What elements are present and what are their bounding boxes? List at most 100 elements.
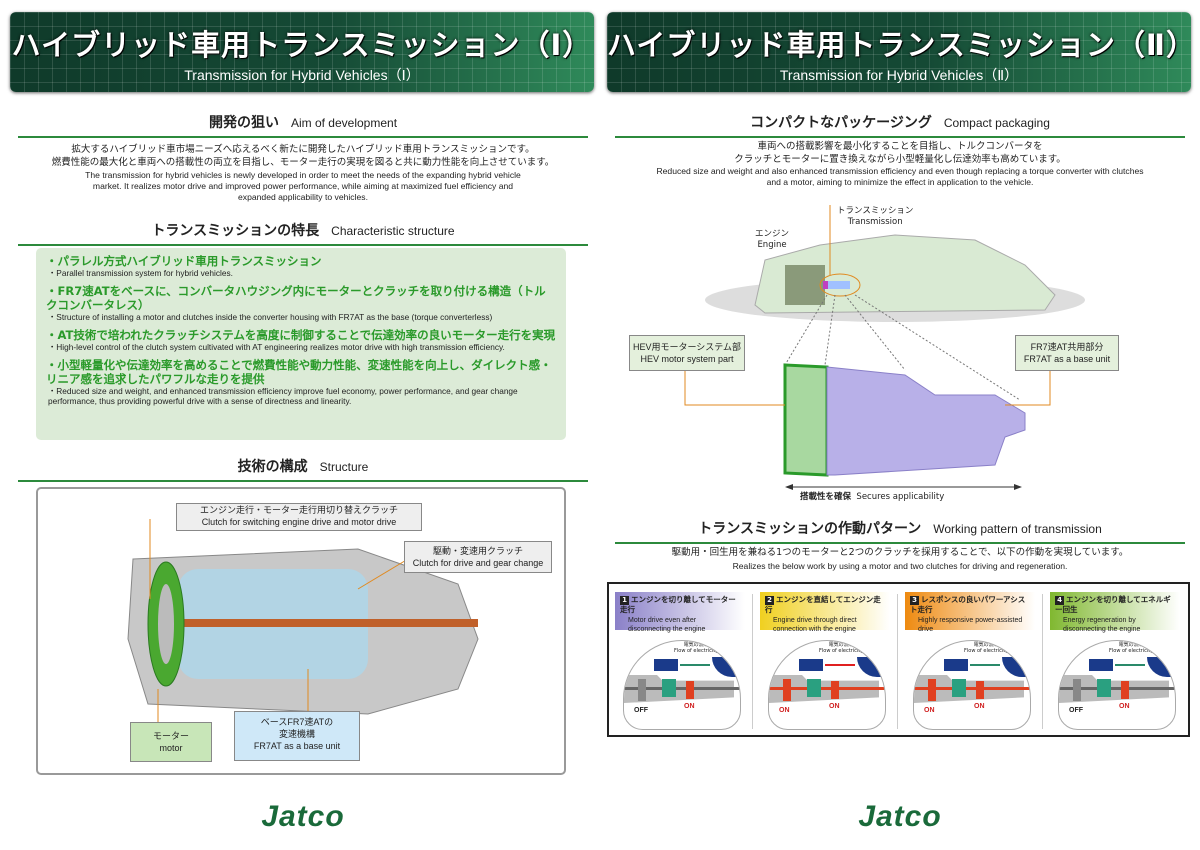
pattern-title-jp: エンジンを切り離してモーター走行 <box>620 595 736 614</box>
compact-text-jp: 車両への搭載影響を最小化することを目指し、トルクコンバータをクラッチとモーターに… <box>615 140 1185 166</box>
flow-en: Flow of electricity <box>819 648 864 654</box>
pattern-title-jp: レスポンスの良いパワーアシスト走行 <box>910 595 1026 614</box>
label-jp: モーター <box>152 731 189 741</box>
heading-en: Characteristic structure <box>331 224 455 238</box>
flow-en: Flow of electricity <box>1109 648 1154 654</box>
page-subtitle: Transmission for Hybrid Vehicles（Ⅰ） <box>184 67 420 83</box>
clutch-2 <box>1121 681 1129 699</box>
motor-block <box>1089 659 1113 671</box>
label-en: Secures applicability <box>856 492 945 502</box>
pattern-title-jp: エンジンを切り離してエネルギー回生 <box>1055 595 1171 614</box>
heading-en: Compact packaging <box>943 116 1050 130</box>
shaft <box>624 687 740 690</box>
heading-jp: トランスミッションの作動パターン <box>698 521 922 537</box>
aim-jp-line2: 燃費性能の最大化と車両への搭載性の両立を目指し、モーター走行の実現を図ると共に動… <box>51 157 555 168</box>
clutch-1-state: OFF <box>1069 707 1083 714</box>
clutch-2-state: ON <box>829 703 840 710</box>
label-jp: FR7速AT共用部分 <box>1030 342 1104 352</box>
page-1: ハイブリッド車用トランスミッション（Ⅰ） Transmission for Hy… <box>8 0 598 850</box>
flow-arrow-icon <box>970 664 1000 666</box>
shaft <box>914 687 1030 690</box>
pattern-number: 1 <box>620 596 629 605</box>
title-banner: ハイブリッド車用トランスミッション（Ⅰ） Transmission for Hy… <box>10 12 594 92</box>
clutch-1 <box>638 679 646 701</box>
flow-en: Flow of electricity <box>674 648 719 654</box>
heading-jp: 技術の構成 <box>237 459 308 475</box>
clutch-2 <box>831 681 839 699</box>
pattern-title-en: Highly responsive power-assisted drive <box>918 617 1023 633</box>
aim-jp-line1: 拡大するハイブリッド車市場ニーズへ応えるべく新たに開発したハイブリッド車用トラン… <box>71 144 535 155</box>
battery-block <box>1147 657 1175 677</box>
feature-item: ・パラレル方式ハイブリッド車用トランスミッション・Parallel transm… <box>46 254 556 278</box>
jatco-logo: Jatco <box>261 800 345 833</box>
motor-block <box>654 659 678 671</box>
clutch-1 <box>1073 679 1081 701</box>
shaft <box>1059 687 1175 690</box>
divider <box>1042 594 1043 729</box>
flow-jp: 電気の流れ <box>1118 642 1144 648</box>
flow-arrow-icon <box>1115 664 1145 666</box>
feature-jp: ・パラレル方式ハイブリッド車用トランスミッション <box>46 254 322 268</box>
jatco-logo: Jatco <box>858 800 942 833</box>
flow-jp: 電気の流れ <box>683 642 709 648</box>
feature-en: ・High-level control of the clutch system… <box>48 342 505 352</box>
page-subtitle: Transmission for Hybrid Vehicles（Ⅱ） <box>779 67 1019 83</box>
clutch-1-state: ON <box>924 707 935 714</box>
label-en: FR7AT as a base unit <box>253 741 341 751</box>
title-banner: ハイブリッド車用トランスミッション（Ⅱ） Transmission for Hy… <box>607 12 1191 92</box>
page-title: ハイブリッド車用トランスミッション（Ⅱ） <box>607 28 1191 62</box>
battery-block <box>712 657 740 677</box>
motor-block <box>799 659 823 671</box>
label-en: HEV motor system part <box>640 354 734 364</box>
pattern-title-en: Energy regeneration by disconnecting the… <box>1063 617 1141 633</box>
hev-motor-label: HEV用モーターシステム部 HEV motor system part <box>629 335 745 371</box>
divider <box>897 594 898 729</box>
clutch-2-state: ON <box>684 703 695 710</box>
label-jp: エンジン走行・モーター走行用切り替えクラッチ <box>199 505 398 515</box>
label-en: Clutch for switching engine drive and mo… <box>201 517 397 527</box>
feature-en: ・Reduced size and weight, and enhanced t… <box>48 386 518 406</box>
page-title: ハイブリッド車用トランスミッション（Ⅰ） <box>11 28 593 62</box>
flow-arrow-icon <box>680 664 710 666</box>
flow-en: Flow of electricity <box>964 648 1009 654</box>
feature-item: ・AT技術で培われたクラッチシステムを高度に制御することで伝達効率の良いモーター… <box>46 328 556 352</box>
compact-text-en: Reduced size and weight and also enhance… <box>656 166 1144 187</box>
label-en: Clutch for drive and gear change <box>412 558 544 568</box>
pattern-number: 4 <box>1055 596 1064 605</box>
motor-block <box>944 659 968 671</box>
battery-block <box>857 657 885 677</box>
feature-en: ・Structure of installing a motor and clu… <box>48 312 493 322</box>
transmission-cutaway-illustration <box>127 519 479 724</box>
aim-text-jp: 拡大するハイブリッド車市場ニーズへ応えるべく新たに開発したハイブリッド車用トラン… <box>18 143 588 169</box>
clutch-1 <box>783 679 791 701</box>
pattern-title-jp: エンジンを直結してエンジン走行 <box>765 595 881 614</box>
label-jp: 搭載性を確保 <box>800 492 852 502</box>
motor-rotor <box>662 679 676 697</box>
label-jp: HEV用モーターシステム部 <box>632 342 742 352</box>
compact-jp-line1: 車両への搭載影響を最小化することを目指し、トルクコンバータを <box>757 141 1043 152</box>
heading-en: Structure <box>319 460 369 474</box>
motor-rotor <box>1097 679 1111 697</box>
aim-text-en: The transmission for hybrid vehicles is … <box>85 170 521 202</box>
flow-arrow-icon <box>825 664 855 666</box>
pattern-number: 2 <box>765 596 774 605</box>
clutch-2 <box>686 681 694 699</box>
heading-jp: トランスミッションの特長 <box>151 223 320 239</box>
